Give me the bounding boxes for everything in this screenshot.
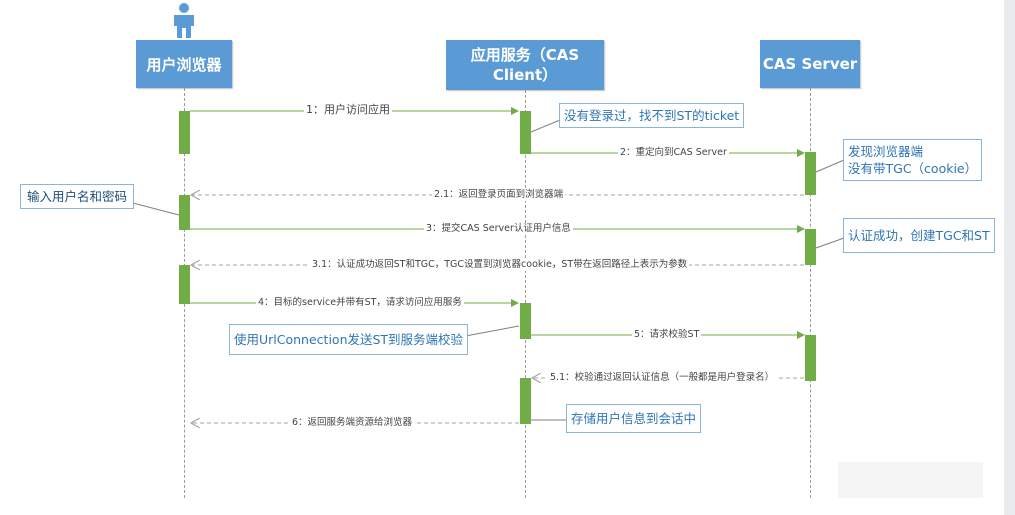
activation-browser-3 (179, 265, 190, 304)
activation-client-3 (520, 378, 531, 424)
note-store-session-text: 存储用户信息到会话中 (571, 411, 697, 426)
actor-client-label: 应用服务（CAS Client） (470, 46, 580, 84)
label-m21: 2.1：返回登录页面到浏览器端 (432, 189, 566, 201)
note-auth-success: 认证成功，创建TGC和ST (843, 218, 995, 253)
activation-browser-1 (179, 111, 190, 154)
label-m31: 3.1：认证成功返回ST和TGC，TGC设置到浏览器cookie，ST带在返回路… (310, 259, 690, 271)
label-m6: 6：返回服务端资源给浏览器 (290, 417, 415, 429)
actor-server-label: CAS Server (762, 55, 858, 73)
right-edge-strip (1004, 0, 1015, 515)
connector-auth (815, 237, 845, 249)
note-no-tgc-line1: 发现浏览器端 (848, 144, 924, 159)
activation-client-2 (520, 303, 531, 339)
user-icon (174, 3, 194, 38)
actor-server: CAS Server (760, 40, 860, 88)
actor-browser: 用户浏览器 (136, 40, 232, 88)
note-url-connection: 使用UrlConnection发送ST到服务端校验 (229, 324, 469, 355)
label-m2: 2：重定向到CAS Server (618, 147, 729, 159)
label-m5: 5：请求校验ST (632, 329, 702, 341)
actor-client: 应用服务（CAS Client） (446, 40, 604, 90)
activation-browser-2 (179, 195, 190, 230)
note-auth-success-text: 认证成功，创建TGC和ST (848, 228, 990, 243)
activation-client-1 (520, 111, 531, 154)
note-enter-credentials-text: 输入用户名和密码 (27, 189, 128, 204)
activation-server-3 (805, 335, 816, 381)
note-no-ticket-text: 没有登录过，找不到ST的ticket (564, 108, 740, 123)
activation-server-1 (805, 152, 816, 195)
lifeline-server (810, 88, 811, 498)
actor-browser-label: 用户浏览器 (146, 55, 222, 74)
note-no-tgc: 发现浏览器端 没有带TGC（cookie） (843, 139, 983, 181)
label-m51: 5.1：校验通过返回认证信息（一般都是用户登录名） (548, 372, 777, 384)
decorative-blank-box (838, 462, 983, 498)
note-no-ticket: 没有登录过，找不到ST的ticket (559, 103, 745, 128)
label-m4: 4：目标的service并带有ST，请求访问应用服务 (256, 297, 464, 309)
label-m1: 1：用户访问应用 (304, 103, 392, 116)
connector-no-ticket (530, 119, 561, 133)
label-m3: 3：提交CAS Server认证用户信息 (424, 223, 573, 235)
note-no-tgc-line2: 没有带TGC（cookie） (848, 161, 978, 176)
lifeline-client (525, 90, 526, 498)
activation-server-2 (805, 229, 816, 265)
note-enter-credentials: 输入用户名和密码 (20, 184, 135, 209)
note-url-connection-text: 使用UrlConnection发送ST到服务端校验 (234, 332, 464, 347)
note-store-session: 存储用户信息到会话中 (566, 404, 702, 433)
connector-no-tgc (815, 159, 845, 173)
connector-credentials (128, 201, 180, 216)
